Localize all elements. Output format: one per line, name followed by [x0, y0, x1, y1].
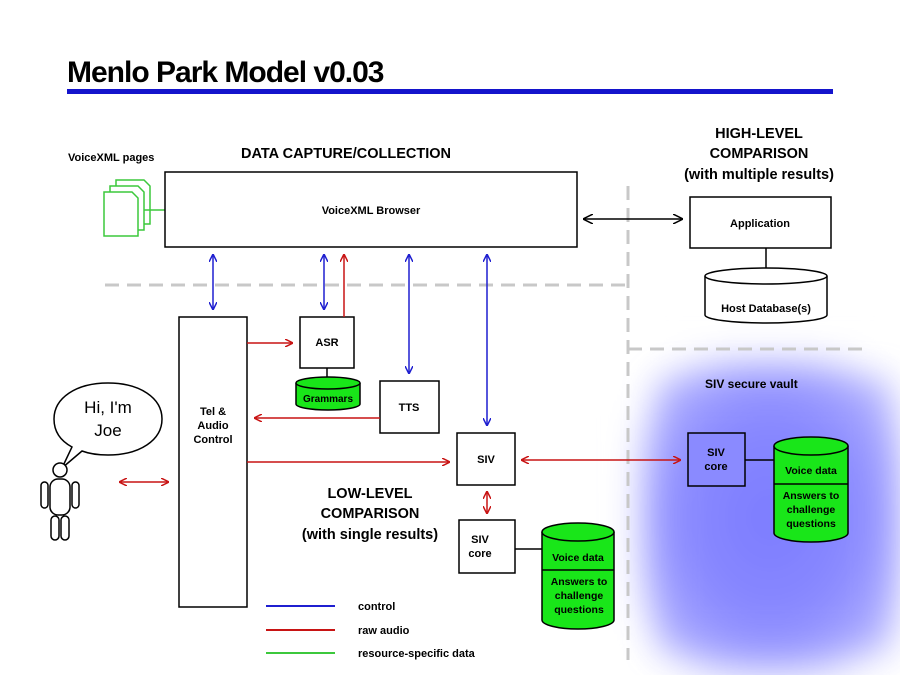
speech-bubble-line-1: Hi, I'm [84, 398, 132, 417]
title-rule [67, 89, 833, 94]
tel-audio-label-3: Control [193, 434, 232, 446]
low-level-label-2: COMPARISON [321, 506, 420, 522]
tts-label: TTS [399, 402, 420, 414]
high-level-label-2: COMPARISON [710, 146, 809, 162]
grammars-label: Grammars [303, 394, 353, 405]
vault-siv-core-box [687, 432, 746, 487]
high-level-label-3: (with multiple results) [684, 167, 834, 183]
voice-data-label: Voice data [552, 552, 604, 564]
tel-audio-label-1: Tel & [200, 406, 226, 418]
voicexml-pages-icon [103, 179, 180, 237]
person-icon [40, 462, 80, 541]
voicexml-browser-box [164, 171, 578, 248]
low-level-label-1: LOW-LEVEL [327, 486, 412, 502]
page-title: Menlo Park Model v0.03 [67, 56, 384, 89]
host-database-label: Host Database(s) [721, 303, 811, 315]
vault-voice-data-answers-3: questions [786, 518, 836, 530]
vault-siv-core-label-1: SIV [707, 447, 725, 459]
host-database-cylinder [704, 267, 828, 324]
legend-resource-label: resource-specific data [358, 648, 476, 660]
voice-data-answers-3: questions [554, 604, 604, 616]
vault-voice-data-cylinder [773, 436, 849, 543]
siv-secure-vault-label: SIV secure vault [705, 377, 798, 391]
voice-data-cylinder [541, 522, 615, 630]
siv-core-label-1: SIV [471, 534, 489, 546]
vault-voice-data-answers-2: challenge [787, 504, 836, 516]
data-capture-label: DATA CAPTURE/COLLECTION [241, 146, 451, 162]
voice-data-answers-2: challenge [555, 590, 604, 602]
legend-raw-audio-label: raw audio [358, 625, 410, 637]
legend-control-label: control [358, 601, 395, 613]
siv-box [456, 432, 516, 486]
vault-voice-data-answers-1: Answers to [783, 490, 840, 502]
voicexml-pages-label: VoiceXML pages [68, 152, 154, 164]
speech-bubble-line-2: Joe [94, 421, 121, 440]
voice-data-answers-1: Answers to [551, 576, 608, 588]
vault-siv-core-label-2: core [704, 461, 727, 473]
speech-bubble [53, 382, 163, 469]
legend: control raw audio resource-specific data [266, 601, 476, 660]
application-label: Application [730, 218, 790, 230]
voicexml-browser-label: VoiceXML Browser [322, 205, 421, 217]
application-box [689, 196, 832, 249]
high-level-label-1: HIGH-LEVEL [715, 126, 803, 142]
asr-label: ASR [315, 337, 338, 349]
siv-core-label-2: core [468, 548, 491, 560]
low-level-label-3: (with single results) [302, 527, 438, 543]
vault-voice-data-label: Voice data [785, 465, 837, 477]
grammars-cylinder [295, 376, 361, 411]
tts-box [379, 380, 440, 434]
siv-label: SIV [477, 454, 495, 466]
siv-core-box [458, 519, 516, 574]
tel-audio-control-box [178, 316, 248, 608]
tel-audio-label-2: Audio [197, 420, 228, 432]
